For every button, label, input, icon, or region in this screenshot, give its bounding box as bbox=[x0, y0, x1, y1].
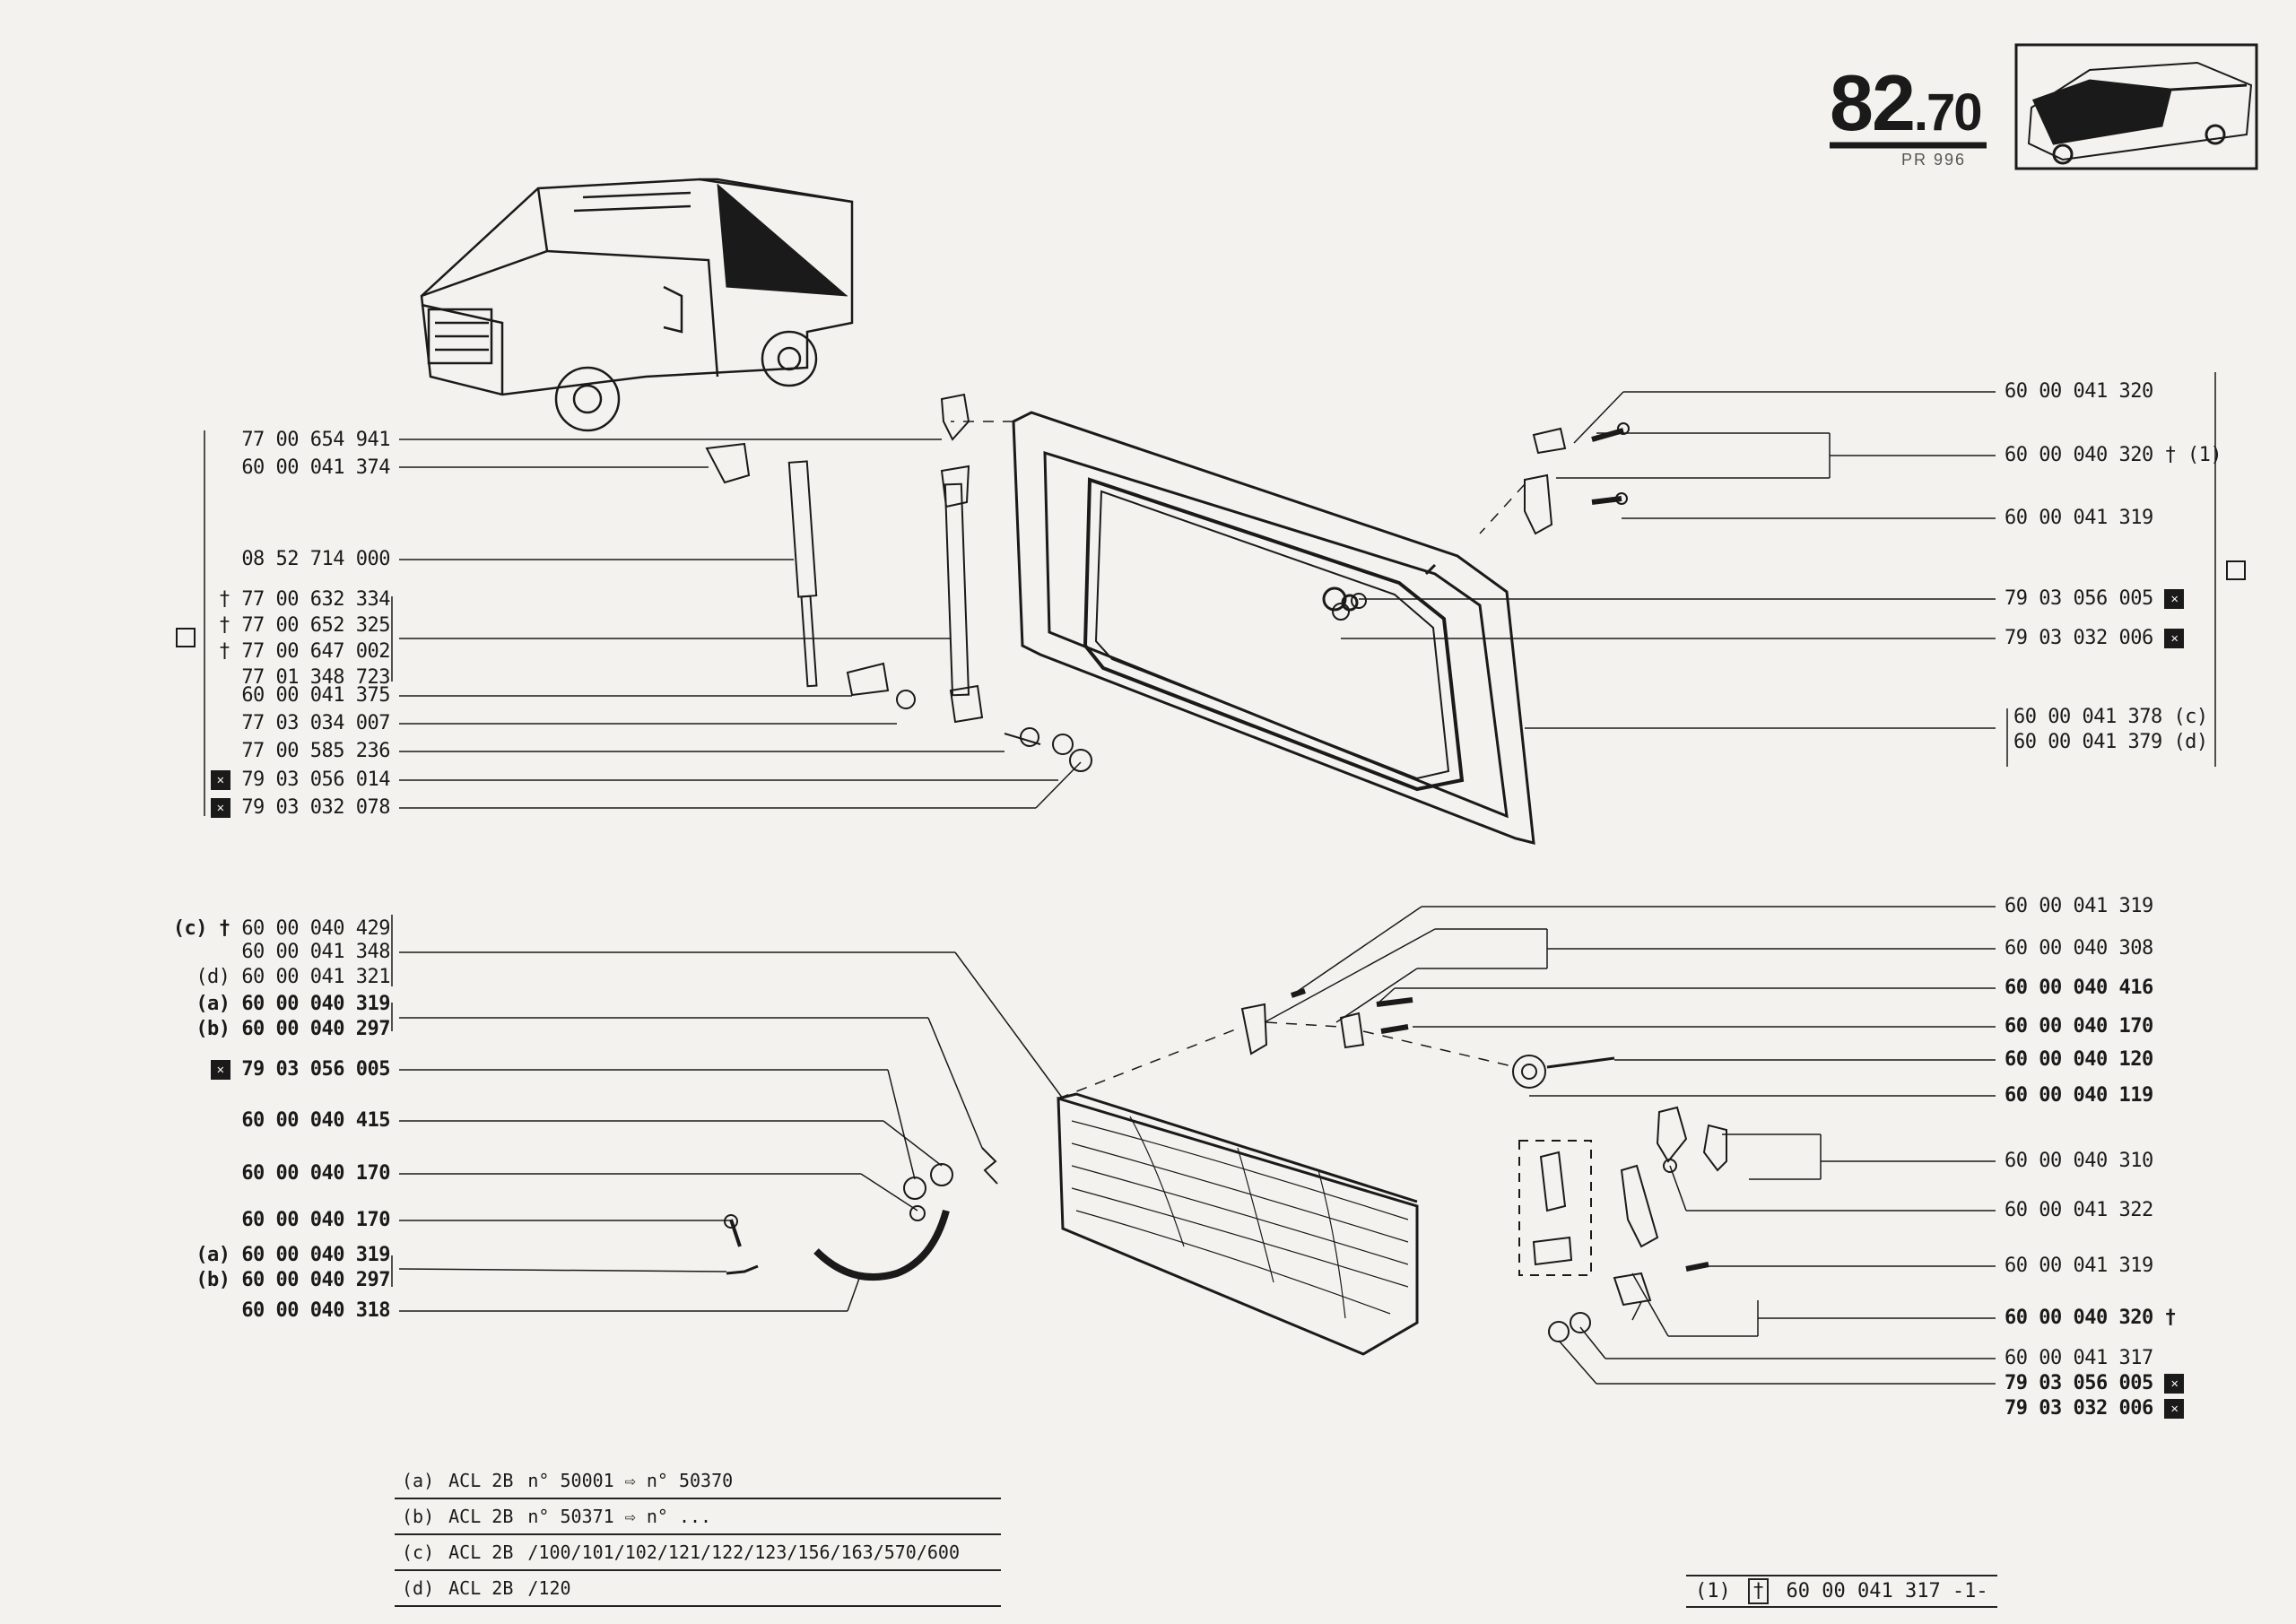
gas-struts bbox=[705, 393, 1092, 772]
box-x-icon: ✕ bbox=[210, 770, 230, 790]
part-label[interactable]: 60 00 040 170 bbox=[241, 1209, 390, 1231]
part-label[interactable]: ✕ 79 03 056 014 bbox=[210, 768, 390, 793]
part-label[interactable]: (c) † 60 00 040 429 bbox=[172, 917, 391, 940]
part-label[interactable]: 60 00 041 348 bbox=[241, 941, 390, 963]
table-cell: (d) bbox=[395, 1570, 442, 1607]
footnote-text: 60 00 041 317 -1- bbox=[1786, 1580, 1988, 1602]
box-x-icon: ✕ bbox=[210, 798, 230, 818]
table-cell: n° 50371 ⇨ n° ... bbox=[520, 1498, 1002, 1535]
part-label[interactable]: 60 00 040 170 bbox=[2005, 1015, 2153, 1038]
table-row: (b) ACL 2B n° 50371 ⇨ n° ... bbox=[395, 1498, 1002, 1535]
upper-gate-frame bbox=[1012, 411, 1535, 845]
check-strap bbox=[724, 1147, 998, 1281]
part-label[interactable]: 60 00 041 374 bbox=[241, 456, 390, 479]
part-label[interactable]: 77 03 034 007 bbox=[241, 712, 390, 734]
reference-code: PR 996 bbox=[1901, 151, 1967, 169]
table-cell: /100/101/102/121/122/123/156/163/570/600 bbox=[520, 1534, 1002, 1571]
part-label[interactable]: 60 00 040 170 bbox=[241, 1162, 390, 1185]
table-cell: ACL 2B bbox=[441, 1498, 521, 1535]
dagger-icon: † bbox=[1748, 1578, 1770, 1604]
table-cell: (b) bbox=[395, 1498, 442, 1535]
part-label[interactable]: 60 00 041 319 bbox=[2005, 1255, 2153, 1277]
part-label[interactable]: 60 00 041 317 bbox=[2005, 1347, 2153, 1369]
group-checkbox-upper-left[interactable] bbox=[176, 628, 196, 647]
table-cell: n° 50001 ⇨ n° 50370 bbox=[520, 1463, 1002, 1499]
part-label[interactable]: ✕ 79 03 032 078 bbox=[210, 795, 390, 821]
part-label[interactable]: † 77 00 647 002 bbox=[218, 640, 391, 663]
part-label[interactable]: 60 00 040 310 bbox=[2005, 1150, 2153, 1172]
box-x-icon: ✕ bbox=[210, 1060, 230, 1080]
part-label[interactable]: 79 03 056 005 ✕ bbox=[2005, 586, 2185, 612]
table-row: (c) ACL 2B /100/101/102/121/122/123/156/… bbox=[395, 1534, 1002, 1571]
part-label[interactable]: † 77 00 632 334 bbox=[218, 588, 391, 611]
footnote-key: (1) bbox=[1695, 1580, 1731, 1602]
part-label[interactable]: 60 00 041 320 bbox=[2005, 380, 2153, 403]
part-label[interactable]: 79 03 032 006 ✕ bbox=[2005, 1396, 2185, 1421]
part-label[interactable]: 79 03 032 006 ✕ bbox=[2005, 626, 2185, 651]
box-x-icon: ✕ bbox=[2164, 1399, 2185, 1419]
part-label[interactable]: 79 03 056 005 ✕ bbox=[2005, 1371, 2185, 1396]
table-row: (a) ACL 2B n° 50001 ⇨ n° 50370 bbox=[395, 1463, 1002, 1499]
page-number: 82.70 bbox=[1830, 57, 1983, 149]
part-label[interactable]: (b) 60 00 040 297 bbox=[196, 1269, 390, 1291]
part-label[interactable]: 77 01 348 723 bbox=[241, 666, 390, 689]
part-label[interactable]: 77 00 654 941 bbox=[241, 429, 390, 451]
vehicle-sketch bbox=[420, 178, 854, 432]
part-label[interactable]: (d) 60 00 041 321 bbox=[196, 966, 390, 988]
part-label[interactable]: 60 00 041 319 bbox=[2005, 507, 2153, 529]
page-number-sub: .70 bbox=[1913, 83, 1983, 142]
box-x-icon: ✕ bbox=[2164, 1374, 2185, 1394]
part-label[interactable]: 60 00 041 322 bbox=[2005, 1199, 2153, 1221]
table-cell: (c) bbox=[395, 1534, 442, 1571]
applicability-table: (a) ACL 2B n° 50001 ⇨ n° 50370 (b) ACL 2… bbox=[395, 1463, 1002, 1607]
lower-board bbox=[1057, 1092, 1419, 1356]
part-label[interactable]: ✕ 79 03 056 005 bbox=[210, 1057, 390, 1082]
part-label[interactable]: 77 00 585 236 bbox=[241, 740, 390, 762]
table-cell: ACL 2B bbox=[441, 1534, 521, 1571]
part-label[interactable]: 60 00 041 319 bbox=[2005, 895, 2153, 917]
part-label[interactable]: † 77 00 652 325 bbox=[218, 614, 391, 637]
part-label[interactable]: (a) 60 00 040 319 bbox=[196, 993, 390, 1015]
box-x-icon: ✕ bbox=[2164, 629, 2185, 648]
lower-right-hinges bbox=[1240, 988, 1727, 1342]
upper-hinges bbox=[1332, 422, 1630, 621]
part-label[interactable]: 60 00 040 415 bbox=[241, 1109, 390, 1132]
table-row: (d) ACL 2B /120 bbox=[395, 1570, 1002, 1607]
part-label[interactable]: (b) 60 00 040 297 bbox=[196, 1018, 390, 1040]
vehicle-thumbnail bbox=[2014, 43, 2258, 170]
part-label[interactable]: 60 00 040 308 bbox=[2005, 937, 2153, 960]
part-label[interactable]: 60 00 040 318 bbox=[241, 1299, 390, 1322]
part-label[interactable]: 60 00 040 320 † bbox=[2005, 1307, 2177, 1329]
part-label[interactable]: 60 00 040 120 bbox=[2005, 1048, 2153, 1071]
part-label[interactable]: 60 00 041 375 bbox=[241, 684, 390, 707]
footnote: (1) † 60 00 041 317 -1- bbox=[1686, 1575, 1997, 1608]
page-number-main: 82 bbox=[1830, 58, 1916, 147]
table-cell: (a) bbox=[395, 1463, 442, 1499]
table-cell: ACL 2B bbox=[441, 1463, 521, 1499]
table-cell: /120 bbox=[520, 1570, 1002, 1607]
part-label[interactable]: 08 52 714 000 bbox=[241, 548, 390, 570]
group-checkbox-upper-right[interactable] bbox=[2226, 560, 2246, 580]
part-label[interactable]: 60 00 040 416 bbox=[2005, 977, 2153, 999]
box-x-icon: ✕ bbox=[2164, 589, 2185, 609]
leader-lines bbox=[204, 372, 2216, 1385]
part-label[interactable]: 60 00 040 119 bbox=[2005, 1084, 2153, 1107]
part-label[interactable]: 60 00 041 379 (d) bbox=[2013, 731, 2208, 753]
part-label[interactable]: 60 00 040 320 † (1) bbox=[2005, 444, 2222, 466]
part-label[interactable]: (a) 60 00 040 319 bbox=[196, 1244, 390, 1266]
table-cell: ACL 2B bbox=[441, 1570, 521, 1607]
part-label[interactable]: 60 00 041 378 (c) bbox=[2013, 706, 2208, 728]
